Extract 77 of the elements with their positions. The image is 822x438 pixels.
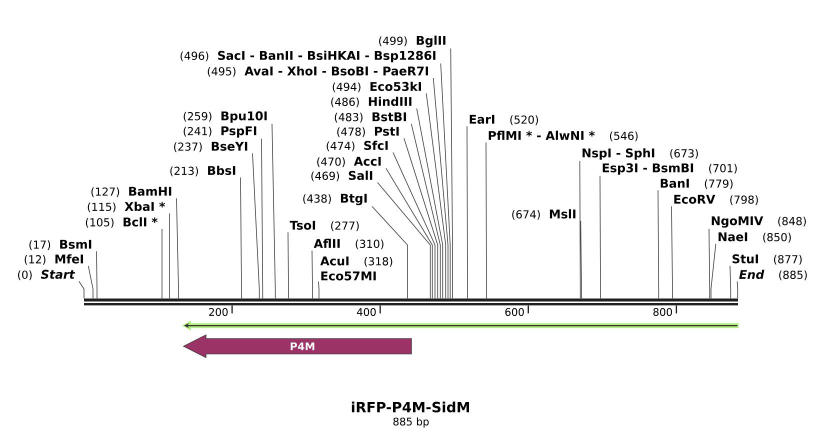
leader-line [252, 152, 260, 299]
enzyme-label: (495) AvaI - XhoI - BsoBI - PaeR7I [208, 66, 428, 77]
enzyme-label: (474) SfcI [326, 140, 388, 152]
enzyme-label: EcoRV (798) [674, 194, 758, 206]
leader-line [579, 160, 581, 299]
enzyme-label: (105) BclI * [86, 217, 158, 228]
leader-line [176, 198, 179, 299]
leader-line [730, 265, 732, 299]
enzyme-label: (469) SalI [311, 170, 372, 182]
leader-line [486, 142, 487, 299]
enzyme-label: (241) PspFI [184, 126, 256, 138]
tick-label: 400 [356, 308, 376, 316]
enzyme-label: StuI (877) [732, 254, 802, 265]
leader-line [671, 206, 673, 299]
map-title: iRFP-P4M-SidM [352, 402, 469, 412]
enzyme-label: (12) MfeI [24, 254, 83, 265]
enzyme-label: PflMI * - AlwNI * (546) [488, 130, 638, 142]
enzyme-label: (483) BstBI [334, 112, 406, 123]
enzyme-label: (470) AccI [317, 156, 381, 168]
enzyme-label: End (885) [739, 270, 807, 280]
leader-line [272, 124, 276, 299]
enzyme-label: (438) BtgI [303, 194, 367, 206]
enzyme-label: Esp3I - BsmBI (701) [602, 163, 737, 175]
leader-line [708, 228, 710, 299]
orf-feature [182, 320, 738, 331]
dna-backbone [84, 298, 738, 306]
leader-line [432, 78, 448, 299]
leader-line [78, 280, 84, 299]
tick-label: 600 [505, 308, 524, 316]
leader-line [392, 152, 436, 299]
enzyme-label: (237) BseYI [174, 142, 248, 152]
tick-label: 800 [653, 308, 672, 316]
leader-line [169, 213, 170, 299]
enzyme-label: NgoMIV (848) [712, 216, 806, 228]
leader-line [410, 123, 441, 299]
enzyme-label: (496) SacI - BanII - BsiHKAI - Bsp1286I [180, 50, 436, 62]
enzyme-label: (127) BamHI [91, 186, 172, 198]
enzyme-label: (115) XbaI * [88, 202, 166, 212]
leader-line [466, 126, 468, 299]
leader-line [377, 182, 431, 299]
leader-line [288, 232, 289, 299]
leader-line [450, 48, 453, 299]
enzyme-label: (494) Eco53kI [332, 82, 421, 92]
enzyme-label: (213) BbsI [170, 166, 236, 176]
leader-line [600, 176, 601, 299]
enzyme-label: (486) HindIII [331, 96, 412, 108]
enzyme-label: TsoI (277) [290, 220, 359, 232]
leader-line [88, 266, 94, 299]
leader-line [261, 138, 264, 299]
enzyme-label: (478) PstI [337, 126, 399, 138]
leader-line [386, 168, 433, 299]
leader-line [240, 177, 242, 299]
leader-line [96, 250, 98, 299]
sequence-length: 885 bp [393, 417, 429, 428]
enzyme-label: NaeI (850) [718, 232, 791, 243]
leader-line [372, 206, 408, 299]
enzyme-label: AcuI (318) Eco57MI [320, 256, 392, 280]
enzyme-label: (674) MslI [512, 209, 576, 220]
leader-line [426, 93, 446, 299]
leader-line [404, 138, 438, 299]
enzyme-label: (0) Start [18, 270, 76, 280]
enzyme-label: (259) Bpu10I [184, 111, 267, 123]
enzyme-label: NspI - SphI (673) [582, 148, 698, 160]
enzyme-label: (499) BglII [379, 36, 446, 48]
leader-line [580, 220, 582, 299]
leader-line [318, 281, 320, 299]
leader-line [440, 63, 451, 299]
enzyme-label: (17) BsmI [29, 240, 92, 250]
leader-line [658, 190, 660, 299]
leader-line [312, 250, 313, 299]
tick-label: 200 [209, 308, 228, 316]
leader-line [416, 108, 444, 299]
enzyme-label: EarI (520) [470, 114, 538, 126]
enzyme-label: AflII (310) [314, 238, 384, 250]
leader-line [710, 243, 716, 299]
enzyme-label: BanI (779) [660, 178, 733, 190]
leader-line [736, 281, 738, 299]
